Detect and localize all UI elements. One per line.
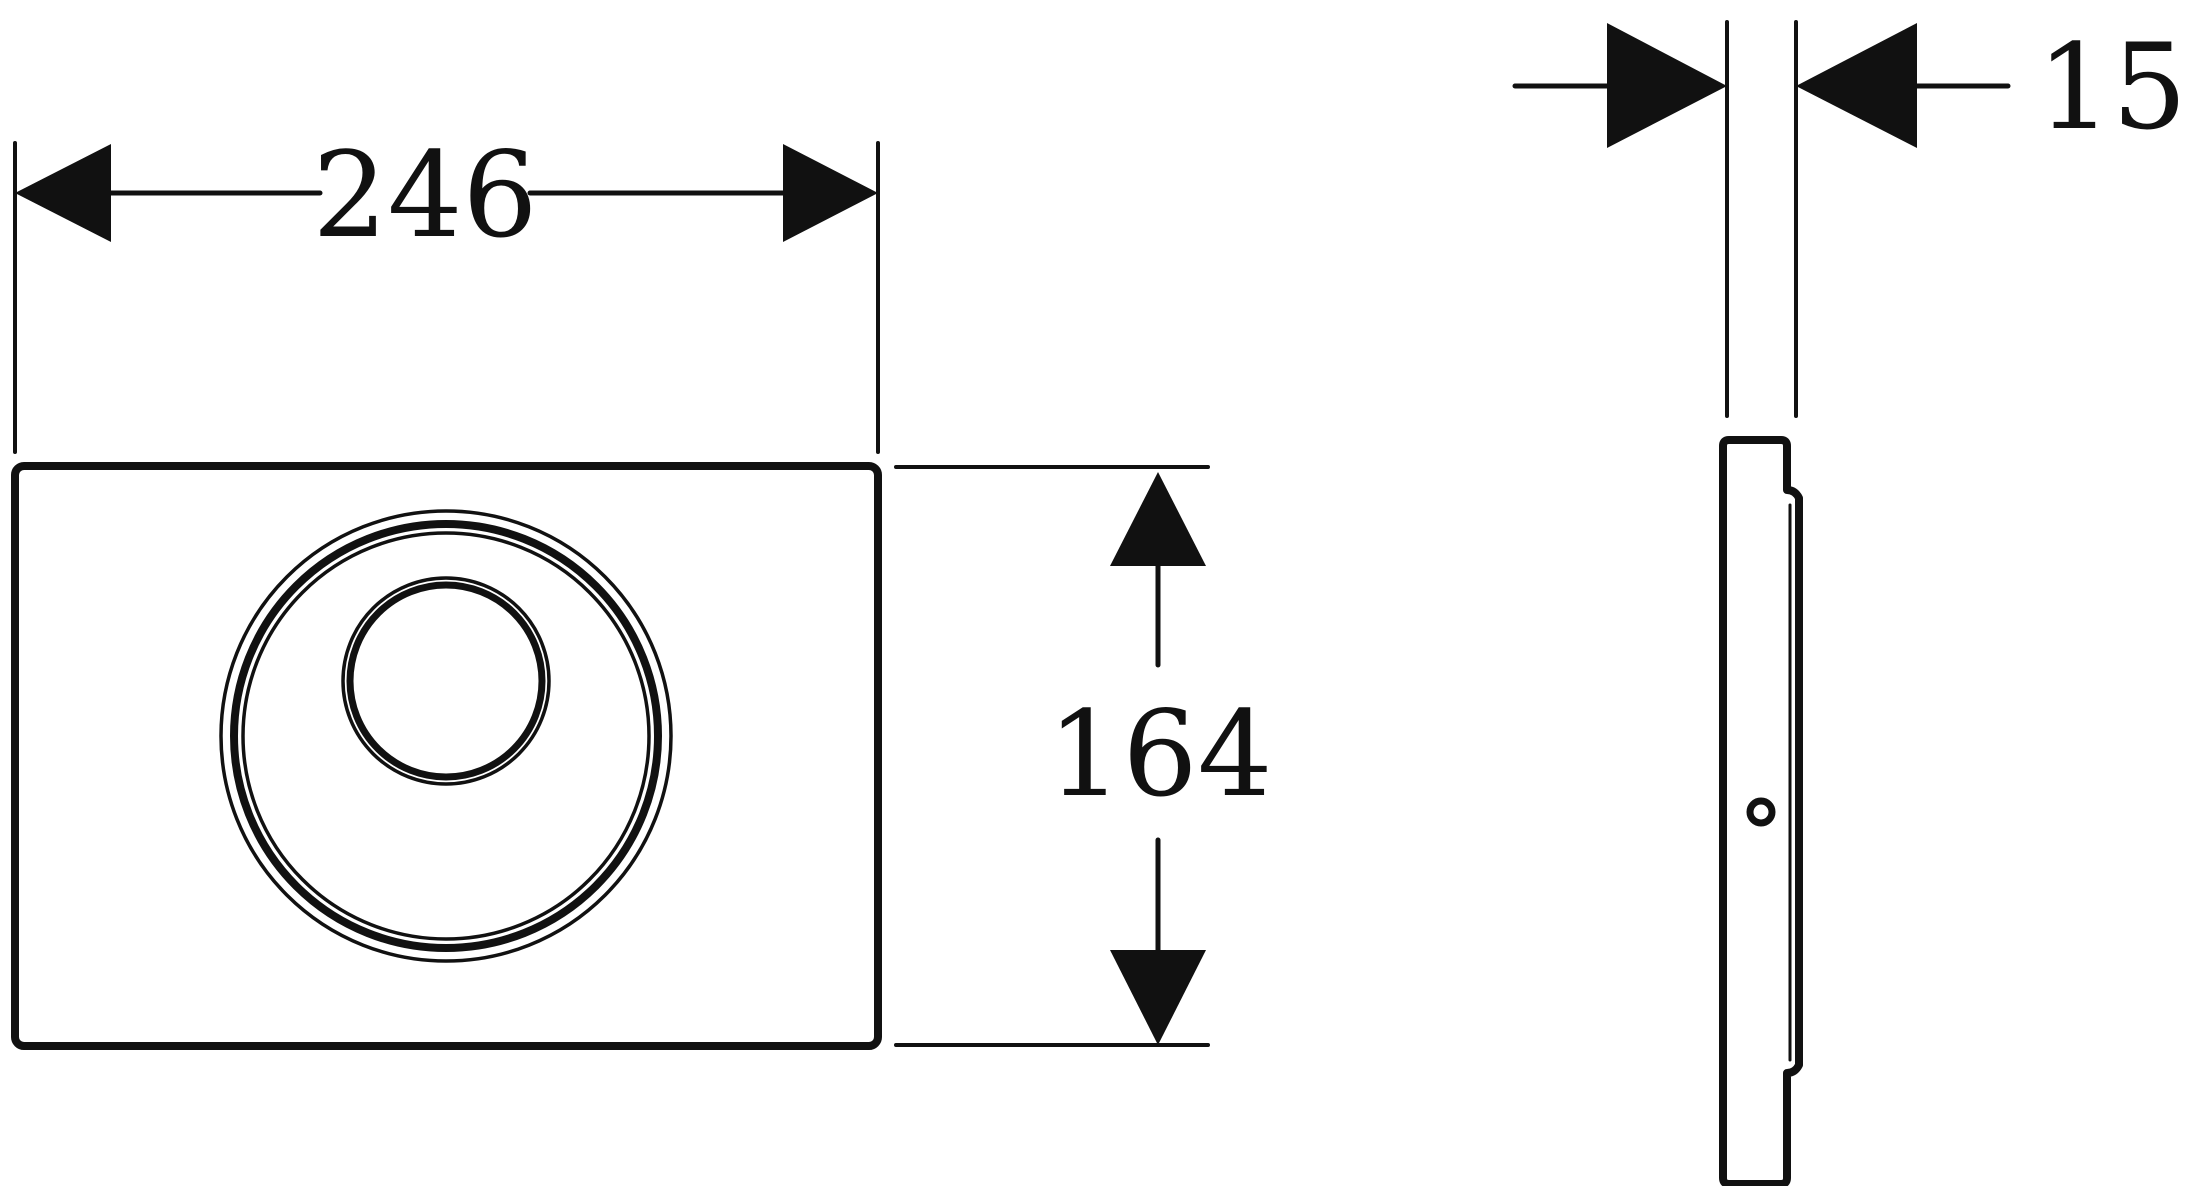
width-dimension-label: 246 <box>312 126 537 264</box>
depth-dimension-label: 15 <box>2037 18 2187 156</box>
small-button-outer <box>341 576 551 786</box>
width-dimension: 246 <box>13 126 880 454</box>
height-arrow-top <box>1110 472 1206 566</box>
mounting-hole <box>1746 797 1776 827</box>
depth-dimension: 15 <box>1512 18 2187 418</box>
depth-arrow-left <box>1607 23 1727 148</box>
height-dimension-label: 164 <box>1047 685 1272 823</box>
width-arrow-left <box>15 144 111 242</box>
large-ring-middle <box>230 520 662 952</box>
large-ring-outer <box>219 509 673 963</box>
large-ring-inner <box>241 531 651 941</box>
small-button-inner <box>346 581 546 781</box>
height-dimension: 164 <box>894 465 1273 1047</box>
front-view <box>11 462 882 1050</box>
depth-arrow-right <box>1796 23 1917 148</box>
side-view <box>1719 436 1803 1186</box>
height-arrow-bottom <box>1110 950 1206 1045</box>
width-arrow-right <box>783 144 878 242</box>
small-flush-button <box>341 576 551 786</box>
large-flush-ring <box>219 509 673 963</box>
side-profile-outline <box>1719 436 1803 1186</box>
front-plate-outline <box>11 462 882 1050</box>
